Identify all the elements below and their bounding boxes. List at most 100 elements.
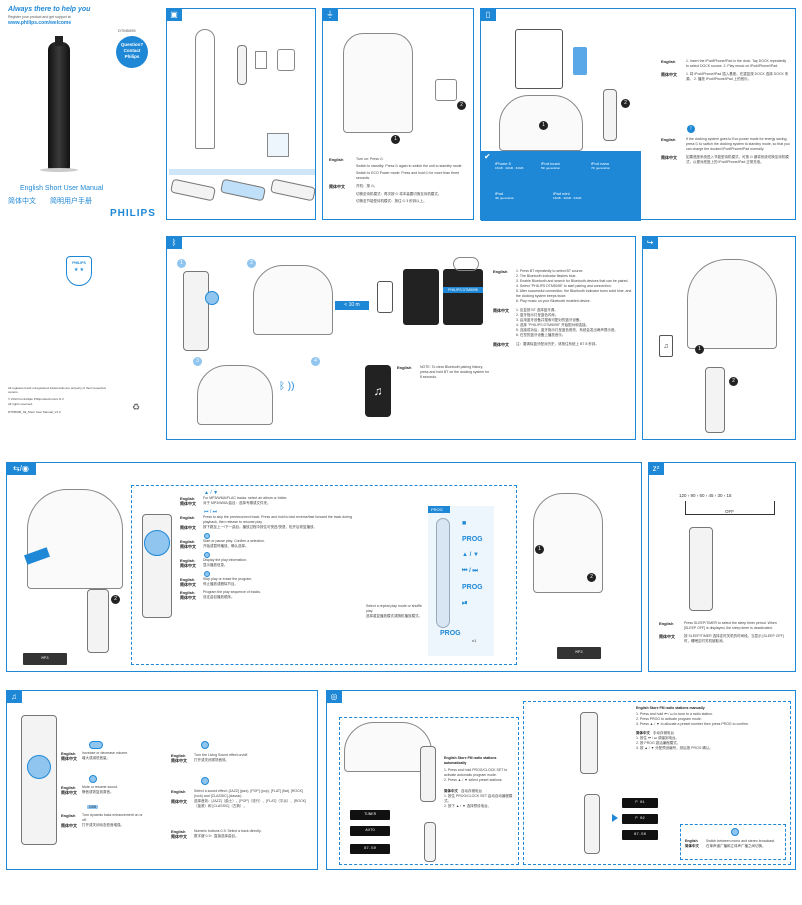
iphone-drawing xyxy=(573,47,587,75)
bt-speaker-2 xyxy=(197,365,273,425)
bt-speaker xyxy=(253,265,333,335)
usb-play-icon xyxy=(204,533,210,539)
sleep-en-label: English xyxy=(659,621,674,626)
ls-en: Turn the Living Sound effect on/off. xyxy=(194,753,249,757)
usb-step-2: 2 xyxy=(111,595,120,604)
usb-item-en-1: For MP3/WMA/FLAC tracks: select an album… xyxy=(203,496,288,500)
radio-switch-icon xyxy=(731,828,739,836)
usb-remote xyxy=(87,589,109,653)
power-turn-on: Turn on: Press ⏻. xyxy=(356,157,384,161)
radio-lcd-d: P 01 xyxy=(622,798,658,808)
cover-panel: Always there to help you Register your p… xyxy=(0,0,160,440)
usb-cn-label-3: 简体中文 xyxy=(180,544,196,549)
bt-step-cn-2: 2. 蓝牙指示灯呈蓝色闪烁。 xyxy=(516,313,559,317)
radio-man-cn-title: 手动存储电台 xyxy=(653,731,674,735)
prog-item-5: PROG xyxy=(462,584,483,591)
help-title: Always there to help you xyxy=(8,6,91,13)
usb-item-en-6: Program the play sequence of tracks. xyxy=(203,590,261,594)
usb-skip-icon: ⏮ / ⏭ xyxy=(204,509,218,515)
prog-item-6: ⏯ xyxy=(462,600,468,607)
num-en: Numeric buttons 0-9: Select a track dire… xyxy=(194,829,262,833)
bt-cn-label: 简体中文 xyxy=(493,308,509,313)
check-icon: ✔ xyxy=(484,152,491,161)
prog-panel: PROG ■ PROG ▲ / ▼ ⏮ / ⏭ PROG ⏯ PROG x1 xyxy=(428,506,494,656)
phone-icon: ▯ xyxy=(480,8,496,21)
bt-phone-search xyxy=(377,281,393,313)
shield-logo: PHILIPS ★ ★ xyxy=(66,256,92,286)
bluetooth-icon: ᛒ xyxy=(166,236,182,249)
product-dock xyxy=(55,36,63,46)
usb-cn-label-4: 简体中文 xyxy=(180,563,196,568)
sleep-off: OFF xyxy=(723,509,736,514)
sound-cn-label-1: 简体中文 xyxy=(61,756,77,761)
aux-speaker xyxy=(687,259,777,349)
dock-step-1: 1 xyxy=(539,121,548,130)
radio-dash-left: TUNER AUTO 87.50 English Store FM radio … xyxy=(339,717,519,865)
bluetooth-panel: ᛒ 1 2 < 10 m PHILIPS DTM5095 3 ᛒ )) 4 ♫ … xyxy=(166,236,636,440)
bt-remote xyxy=(183,271,209,351)
dock-remote xyxy=(603,89,617,141)
usb-stop-icon xyxy=(204,571,210,577)
mute-icon xyxy=(89,775,97,783)
power-cn-standby: 切换至待机模式：再次按 ⏻ 将本装置切换至待机模式。 xyxy=(356,192,442,196)
radio-man-cn-3: 3. 按 ▲ / ▼ 分配预设编号，然后按 PROG 确认。 xyxy=(636,746,713,750)
usb-cn-label-6: 简体中文 xyxy=(180,595,196,600)
bt-signal-icon xyxy=(453,257,479,271)
usb-display-icon xyxy=(204,552,210,558)
radio-remote-1 xyxy=(420,746,436,802)
radio-auto-cn-1: 1. 按住 PROG/CLOCK SET 启动自动编程模式。 xyxy=(444,794,513,803)
remote-battery-step-3 xyxy=(270,178,316,202)
badge-line-3: Philips xyxy=(124,54,140,59)
sleep-panel: zᶻ 120 › 90 › 60 › 45 › 30 › 15 OFF Engl… xyxy=(648,462,796,672)
usb-en-label-4: English xyxy=(180,558,195,563)
usb-up-down-icon: ▲ / ▼ xyxy=(204,490,219,496)
radio-lcd-b: AUTO xyxy=(350,826,390,836)
usb-en-label-2: English xyxy=(180,515,195,520)
box-icon: ▣ xyxy=(166,8,182,21)
bt-pair-name[interactable]: PHILIPS DTM5095 xyxy=(443,287,483,293)
sleep-icon: zᶻ xyxy=(648,462,664,475)
product-image xyxy=(48,42,70,170)
sound-en-label-3: English xyxy=(61,813,76,818)
radio-remote-4 xyxy=(584,794,600,854)
living-sound-icon xyxy=(201,741,209,749)
help-url[interactable]: www.philips.com/welcome xyxy=(8,20,72,26)
dock-note-cn: 如果底座系统进入节能型待机模式，可按 ⏻ 键将系统切换至待机模式，以便对底座上的… xyxy=(686,155,789,164)
mute-en: Mute or resume sound. xyxy=(82,785,118,789)
aux-panel: ↪ ♫ 1 2 xyxy=(642,236,796,440)
eq-en: Select a sound effect: [JAZZ] (jazz), [P… xyxy=(194,789,303,798)
radio-auto-title: English Store FM radio stations automati… xyxy=(444,756,497,765)
sound-remote xyxy=(21,715,57,845)
sound-ring-icon xyxy=(27,755,51,779)
radio-remote-3 xyxy=(580,712,598,774)
usb-disc-icon: ⇆/◉ xyxy=(6,462,36,475)
radio-man-en-2: 2. Press PROG to activate program mode. xyxy=(636,717,702,721)
aux-remote xyxy=(705,367,725,433)
step-1-badge: 1 xyxy=(391,135,400,144)
usb-en-label-1: English xyxy=(180,496,195,501)
booklet-icon xyxy=(267,133,289,157)
prog-item-4: ⏮ / ⏭ xyxy=(462,568,478,574)
usb-lcd-1: MP3 xyxy=(23,653,67,665)
radio-lcd-f: 87.50 xyxy=(622,830,658,840)
aux-cable-icon: ↪ xyxy=(642,236,658,249)
legal-2: © 2013 Koninklijke Philips Electronics N… xyxy=(8,397,65,401)
prog-item-7: PROG xyxy=(440,630,461,637)
bt-step-3: 3 xyxy=(193,357,202,366)
step-2-badge: 2 xyxy=(457,101,466,110)
usb-repeat-en: Select a repeat play mode or shuffle pla… xyxy=(366,604,422,613)
dbb-tag: DBB xyxy=(87,805,99,809)
radio-man-title: English Store FM radio stations manually xyxy=(636,706,705,710)
sound-cn-label-3: 简体中文 xyxy=(61,823,77,828)
bt-phone-play: ♫ xyxy=(365,365,391,417)
bt-step-cn-3: 3. 启用蓝牙设备并搜索可配对的蓝牙设备。 xyxy=(516,318,583,322)
dock-note-cn-label: 简体中文 xyxy=(661,155,677,160)
badge-line-1: Question? xyxy=(120,42,144,47)
radio-lcd-e: P 02 xyxy=(622,814,658,824)
radio-switch-cn-label: 简体中文 xyxy=(685,844,699,848)
sound-en-label-4: English xyxy=(171,753,186,758)
radio-switch-en: Switch between mono and stereo broadcast… xyxy=(706,839,776,843)
